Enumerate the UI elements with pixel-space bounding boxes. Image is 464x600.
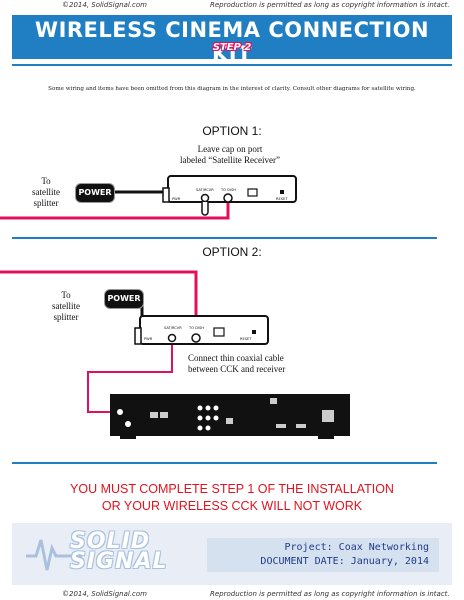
- option2-splitter-line3: splitter: [53, 312, 79, 322]
- option1-port-dish-label: TO DISH: [220, 188, 236, 192]
- header-rule: [12, 64, 452, 66]
- brand-logo: SOLID SIGNAL: [70, 529, 168, 574]
- page-title: WIRELESS CINEMA CONNECTION KIT: [34, 18, 430, 66]
- option1-power-cable: [113, 190, 172, 194]
- step-label: STEP 2: [212, 42, 252, 53]
- ethernet-port-icon: [247, 188, 258, 197]
- option1-port-sat-label: SAT/RCVR: [196, 188, 214, 192]
- sat-port-icon: [200, 193, 210, 203]
- section-divider: [12, 462, 437, 464]
- option1-port-reset-label: RESET: [276, 197, 288, 201]
- option1-cck-device: SAT/RCVR TO DISH PWR RESET: [162, 175, 297, 216]
- option2-note-line1: Connect thin coaxial cable: [188, 353, 284, 363]
- copyright-owner: ©2014, SolidSignal.com: [62, 1, 148, 9]
- option1-title: OPTION 1:: [202, 124, 262, 138]
- option2-port-dish-label: TO DISH: [188, 326, 204, 330]
- logo-line1: SOLID: [70, 529, 151, 554]
- option2-port-sat-label: SAT/RCVR: [164, 326, 182, 330]
- copyright-owner: ©2014, SolidSignal.com: [62, 590, 148, 598]
- option1-note-line2: labeled “Satellite Receiver”: [180, 155, 280, 165]
- option1-satellite-cable: [0, 198, 230, 220]
- option1-port-pwr-label: PWR: [172, 197, 181, 201]
- option2-port-reset-label: RESET: [240, 337, 252, 341]
- option1-splitter-line1: To: [41, 176, 51, 186]
- option1-note-line1: Leave cap on port: [197, 144, 263, 154]
- page-header: WIRELESS CINEMA CONNECTION KIT STEP 2: [12, 15, 452, 66]
- project-name: Project: Coax Networking: [284, 542, 430, 553]
- solid-signal-logo-icon: [26, 539, 82, 571]
- disclaimer-text: Some wiring and items have been omitted …: [48, 86, 416, 92]
- option2-splitter-label: To satellite splitter: [38, 290, 94, 323]
- sat-port-icon: [167, 333, 177, 343]
- option1-splitter-line3: splitter: [33, 198, 59, 208]
- option2-thin-coax-cable: [87, 342, 173, 413]
- copyright-notice: Reproduction is permitted as long as cop…: [210, 1, 450, 9]
- reset-button-icon: [252, 330, 256, 334]
- option2-note: Connect thin coaxial cable between CCK a…: [188, 353, 338, 375]
- option1-note: Leave cap on port labeled “Satellite Rec…: [130, 144, 330, 166]
- section-divider: [12, 237, 437, 239]
- reset-button-icon: [280, 190, 284, 194]
- bottom-copyright-bar: ©2014, SolidSignal.com Reproduction is p…: [0, 589, 464, 600]
- option2-satellite-cable: [0, 270, 198, 320]
- warning-line2: OR YOUR WIRELESS CCK WILL NOT WORK: [101, 499, 363, 513]
- dish-port-icon: [223, 193, 233, 203]
- option2-splitter-line1: To: [61, 290, 71, 300]
- option2-port-pwr-label: PWR: [144, 337, 153, 341]
- option1-power-box: POWER: [75, 183, 115, 203]
- option1-splitter-line2: satellite: [32, 187, 60, 197]
- ethernet-port-icon: [213, 327, 225, 337]
- logo-line2: SIGNAL: [70, 549, 168, 574]
- option2-cck-device: SAT/RCVR TO DISH PWR RESET: [134, 315, 269, 345]
- receiver-sat-input-icon: [117, 409, 123, 415]
- option1-splitter-label: To satellite splitter: [18, 176, 74, 209]
- dish-port-icon: [191, 333, 201, 343]
- satellite-port-cap-icon: [201, 202, 209, 216]
- ac-power-socket-icon: [322, 410, 334, 422]
- option2-title: OPTION 2:: [202, 245, 262, 259]
- warning-message: YOU MUST COMPLETE STEP 1 OF THE INSTALLA…: [0, 481, 464, 515]
- copyright-notice: Reproduction is permitted as long as cop…: [210, 590, 450, 598]
- option2-splitter-line2: satellite: [52, 301, 80, 311]
- project-info-box: Project: Coax Networking DOCUMENT DATE: …: [207, 538, 439, 572]
- document-date: DOCUMENT DATE: January, 2014: [260, 556, 429, 567]
- warning-line1: YOU MUST COMPLETE STEP 1 OF THE INSTALLA…: [70, 482, 394, 496]
- top-copyright-bar: ©2014, SolidSignal.com Reproduction is p…: [0, 0, 464, 11]
- option2-note-line2: between CCK and receiver: [188, 364, 286, 374]
- option2-power-box: POWER: [104, 289, 144, 309]
- satellite-receiver-device: [110, 394, 350, 439]
